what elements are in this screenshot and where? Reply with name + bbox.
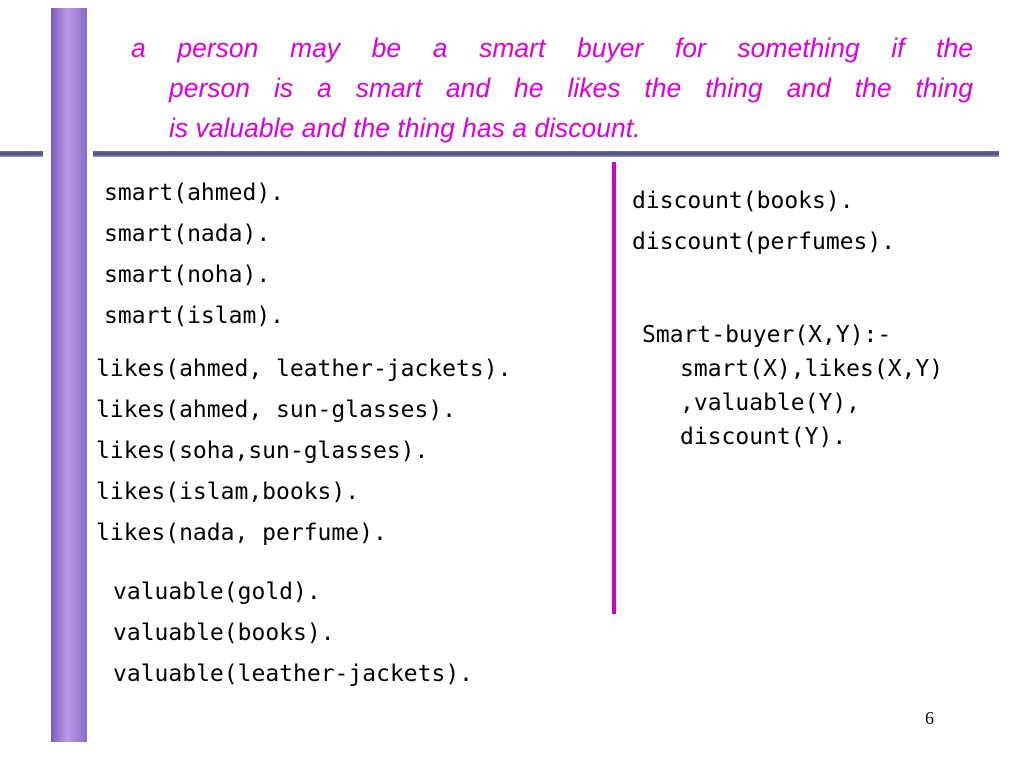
page-number: 6	[925, 708, 934, 728]
title-line: is valuable and the thing has a discount…	[169, 113, 641, 143]
likes-fact: likes(nada, perfume).	[96, 520, 387, 546]
likes-fact: likes(islam,books).	[96, 479, 360, 505]
title-line: person is a smart and he likes the thing…	[169, 73, 973, 103]
rule-line: smart(X),likes(X,Y)	[680, 356, 944, 382]
discount-facts-list: discount(books). discount(perfumes).	[632, 181, 895, 263]
likes-facts-list: likes(ahmed, leather-jackets). likes(ahm…	[96, 349, 511, 554]
smart-buyer-rule: Smart-buyer(X,Y):- smart(X),likes(X,Y) ,…	[642, 318, 943, 454]
smart-facts-list: smart(ahmed). smart(nada). smart(noha). …	[104, 173, 284, 337]
smart-fact: smart(nada).	[104, 221, 271, 247]
valuable-fact: valuable(gold).	[113, 579, 321, 605]
smart-fact: smart(islam).	[104, 303, 285, 329]
discount-fact: discount(perfumes).	[632, 229, 896, 255]
smart-fact: smart(ahmed).	[104, 180, 285, 206]
title-rule-left	[0, 151, 43, 157]
likes-fact: likes(ahmed, sun-glasses).	[96, 397, 457, 423]
valuable-fact: valuable(books).	[113, 620, 335, 646]
rule-line: discount(Y).	[680, 424, 847, 450]
valuable-facts-list: valuable(gold). valuable(books). valuabl…	[113, 572, 473, 695]
likes-fact: likes(soha,sun-glasses).	[96, 438, 429, 464]
column-divider	[612, 162, 616, 614]
slide-title: a person may be a smart buyer for someth…	[131, 28, 973, 148]
discount-fact: discount(books).	[632, 188, 854, 214]
title-rule-right	[93, 151, 999, 157]
rule-line: ,valuable(Y),	[680, 390, 861, 416]
rule-line: Smart-buyer(X,Y):-	[642, 322, 892, 348]
smart-fact: smart(noha).	[104, 262, 271, 288]
valuable-fact: valuable(leather-jackets).	[113, 661, 474, 687]
decorative-side-bar	[51, 8, 87, 742]
title-line: a person may be a smart buyer for someth…	[131, 33, 973, 63]
likes-fact: likes(ahmed, leather-jackets).	[96, 356, 512, 382]
